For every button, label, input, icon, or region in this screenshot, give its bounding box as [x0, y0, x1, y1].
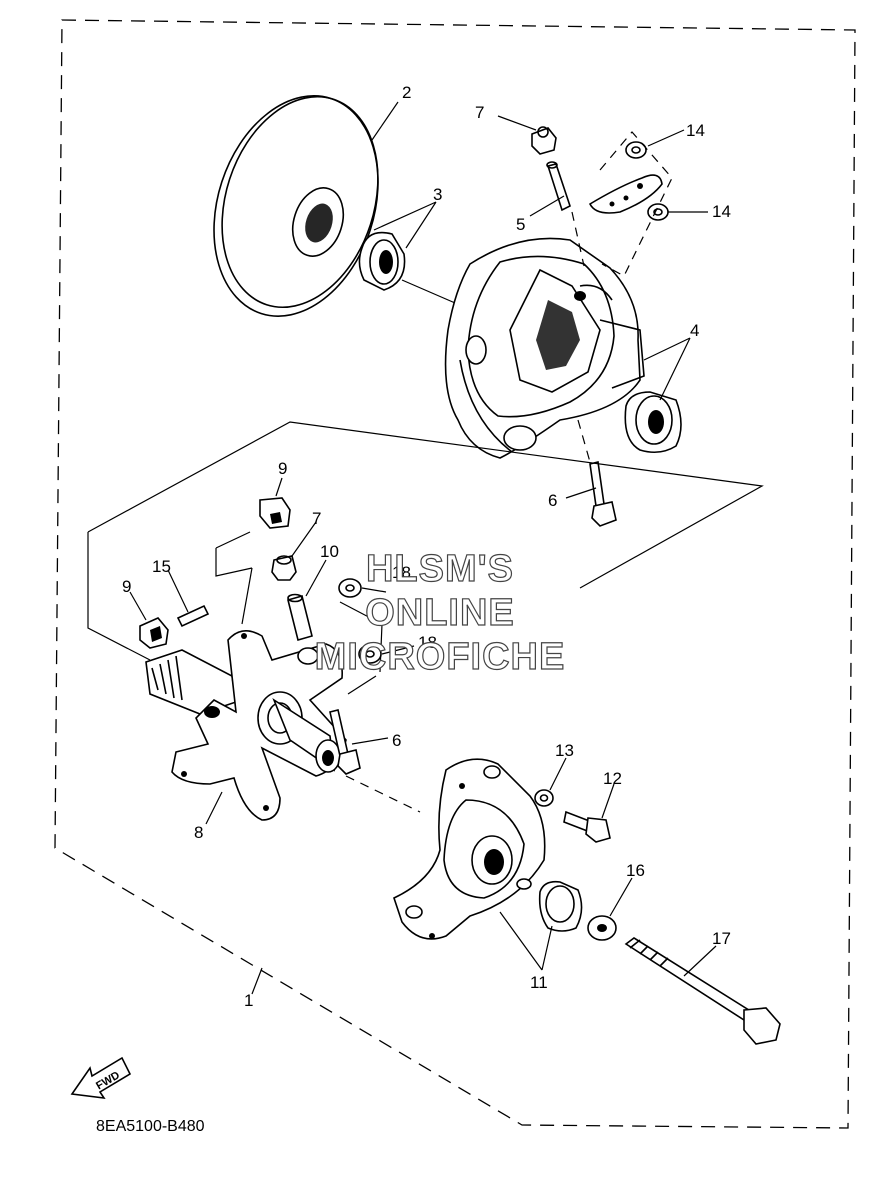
- part-15-roll-pin: [176, 604, 210, 628]
- part-9-block-upper: [259, 497, 291, 529]
- callout-10: 10: [320, 542, 339, 561]
- part-4-sleeve: [624, 391, 682, 454]
- callout-9-left: 9: [122, 577, 131, 596]
- callout-18-upper: 18: [392, 563, 411, 582]
- diagram-reference-code: 8EA5100-B480: [96, 1118, 205, 1135]
- watermark-line-2: ONLINE: [365, 591, 515, 634]
- callout-12: 12: [603, 769, 622, 788]
- part-17-long-bolt: [624, 937, 781, 1045]
- callout-18-lower: 18: [418, 633, 437, 652]
- callout-7-upper: 7: [475, 103, 484, 122]
- part-3-bushing: [358, 231, 406, 291]
- callout-11: 11: [530, 973, 548, 992]
- part-6-bolt-lower: [329, 709, 361, 775]
- part-18-washers: [338, 578, 382, 664]
- callout-16: 16: [626, 861, 645, 880]
- callout-13: 13: [555, 741, 574, 760]
- callout-1: 1: [244, 991, 253, 1010]
- part-5-pin: [546, 161, 571, 212]
- part-8-spider: [145, 630, 347, 821]
- part-7-nut-upper: [531, 126, 557, 155]
- callout-8: 8: [194, 823, 203, 842]
- callout-14-upper: 14: [686, 121, 705, 140]
- callout-labels: 2 3 7 14 14 5 4 6 9 7 10 15 9 18 18 6 8 …: [122, 83, 731, 1010]
- callout-6-upper: 6: [548, 491, 557, 510]
- part-11-bushing: [538, 880, 583, 932]
- fwd-arrow-icon: FWD: [70, 1056, 132, 1100]
- part-16-washer: [587, 915, 617, 941]
- part-4-housing: [444, 237, 645, 459]
- callout-5: 5: [516, 215, 525, 234]
- leader-lines: [129, 101, 717, 995]
- assembly-boundary: [54, 19, 856, 1129]
- callout-4: 4: [690, 321, 699, 340]
- callout-2: 2: [402, 83, 411, 102]
- watermark-line-3: MICROFICHE: [314, 635, 566, 678]
- callout-14-lower: 14: [712, 202, 731, 221]
- part-14-washers: [588, 141, 669, 221]
- part-11-cover: [393, 758, 546, 940]
- part-9-block-left: [139, 617, 169, 649]
- part-12-bolt: [563, 810, 611, 843]
- part-13-washer: [534, 789, 554, 807]
- part-2-sheave: [213, 95, 379, 317]
- callout-9-upper: 9: [278, 459, 287, 478]
- callout-7-lower: 7: [312, 509, 321, 528]
- part-6-bolt-upper: [589, 461, 617, 527]
- part-10-pin: [287, 593, 313, 641]
- callout-17: 17: [712, 929, 731, 948]
- callout-3: 3: [433, 185, 442, 204]
- watermark-line-1: HLSM'S: [365, 547, 515, 590]
- callout-6-lower: 6: [392, 731, 401, 750]
- callout-15: 15: [152, 557, 171, 576]
